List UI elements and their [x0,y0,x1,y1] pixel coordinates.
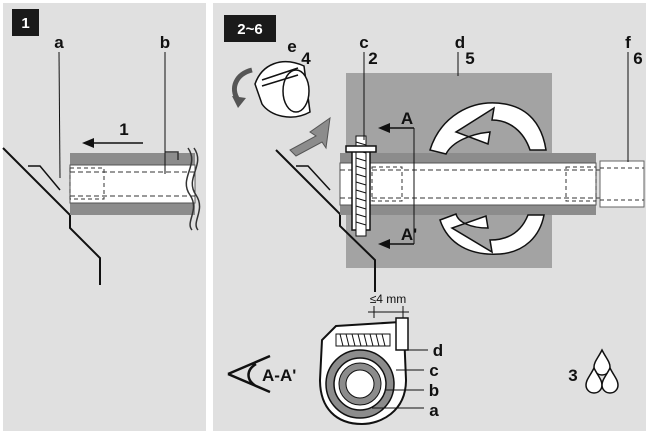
section-arrow-top [378,123,390,133]
left-panel: 1 a b 1 [2,3,206,431]
pipe-joint-hidden [565,166,597,202]
water-drops-icon [585,348,619,394]
connecting-pipe [599,160,645,208]
pipe-end-hidden [69,167,105,200]
step-5-label: 5 [465,49,474,68]
insulation-cap-slit [261,67,299,81]
insulation-cap-slit-2 [261,74,299,87]
section-mark-a: A [401,109,413,128]
insulation-upper-right [340,153,596,163]
right-panel: 2~6 A A' [213,3,646,431]
slide-arrow-head [82,138,94,148]
insulation-upper [70,153,195,165]
label-b: b [160,33,170,52]
refrigerant-pipe [69,164,196,204]
push-arrow [289,116,331,157]
label-a: a [54,33,64,52]
wall-outline-right [275,149,376,292]
wall-inner-line-right [296,165,331,191]
section-detail [318,317,409,426]
pipe-bore [345,369,375,399]
left-panel-background [3,3,206,431]
wall-outline [2,147,101,285]
step-6-label: 6 [633,49,642,68]
step-1-label: 1 [119,120,128,139]
step-badge-2-6 [224,15,276,42]
wall-inner-line [28,165,61,191]
clamp-screw-shaft [355,135,367,237]
step-badge-1-label: 1 [21,15,29,32]
step-3-label: 3 [568,366,577,385]
step-badge-2-6-label: 2~6 [237,21,262,38]
refrigerant-pipe-right [339,162,597,206]
step-2-label: 2 [368,49,377,68]
label-a-leader [58,51,61,179]
insulation-cap-opening [282,69,310,113]
insulation-cap [254,61,311,118]
detail-label-d: d [433,341,443,360]
label-c: c [359,33,368,52]
insulation-lower-right [340,205,596,215]
clamp-bracket [395,317,409,351]
section-arrow-bottom [378,239,390,249]
label-e: e [287,37,296,56]
clamp-screw-section-thread [339,333,386,347]
dimension-label: ≤4 mm [370,292,407,306]
wrap-arrow-lower [439,213,545,255]
detail-label-b: b [429,381,439,400]
clamp-screw-section [335,333,391,347]
section-mark-a-prime: A' [401,225,417,244]
pipe-break-line-2 [191,147,201,231]
view-label: A-A' [262,366,296,385]
clamp-screw-head [345,145,377,153]
step-badge-1 [12,9,39,36]
view-eye-icon [227,354,271,394]
detail-label-c: c [429,361,438,380]
pipe-break-line [185,147,195,231]
wrap-arrow-upper [429,102,547,155]
rotate-arrow-head [232,96,246,108]
label-d: d [455,33,465,52]
insulation-lower [70,203,195,215]
detail-label-a: a [429,401,439,420]
insulation-edge-marker [165,151,179,160]
step-4-label: 4 [301,49,311,68]
label-f: f [625,33,631,52]
pipe-end-hidden-right [371,166,403,202]
